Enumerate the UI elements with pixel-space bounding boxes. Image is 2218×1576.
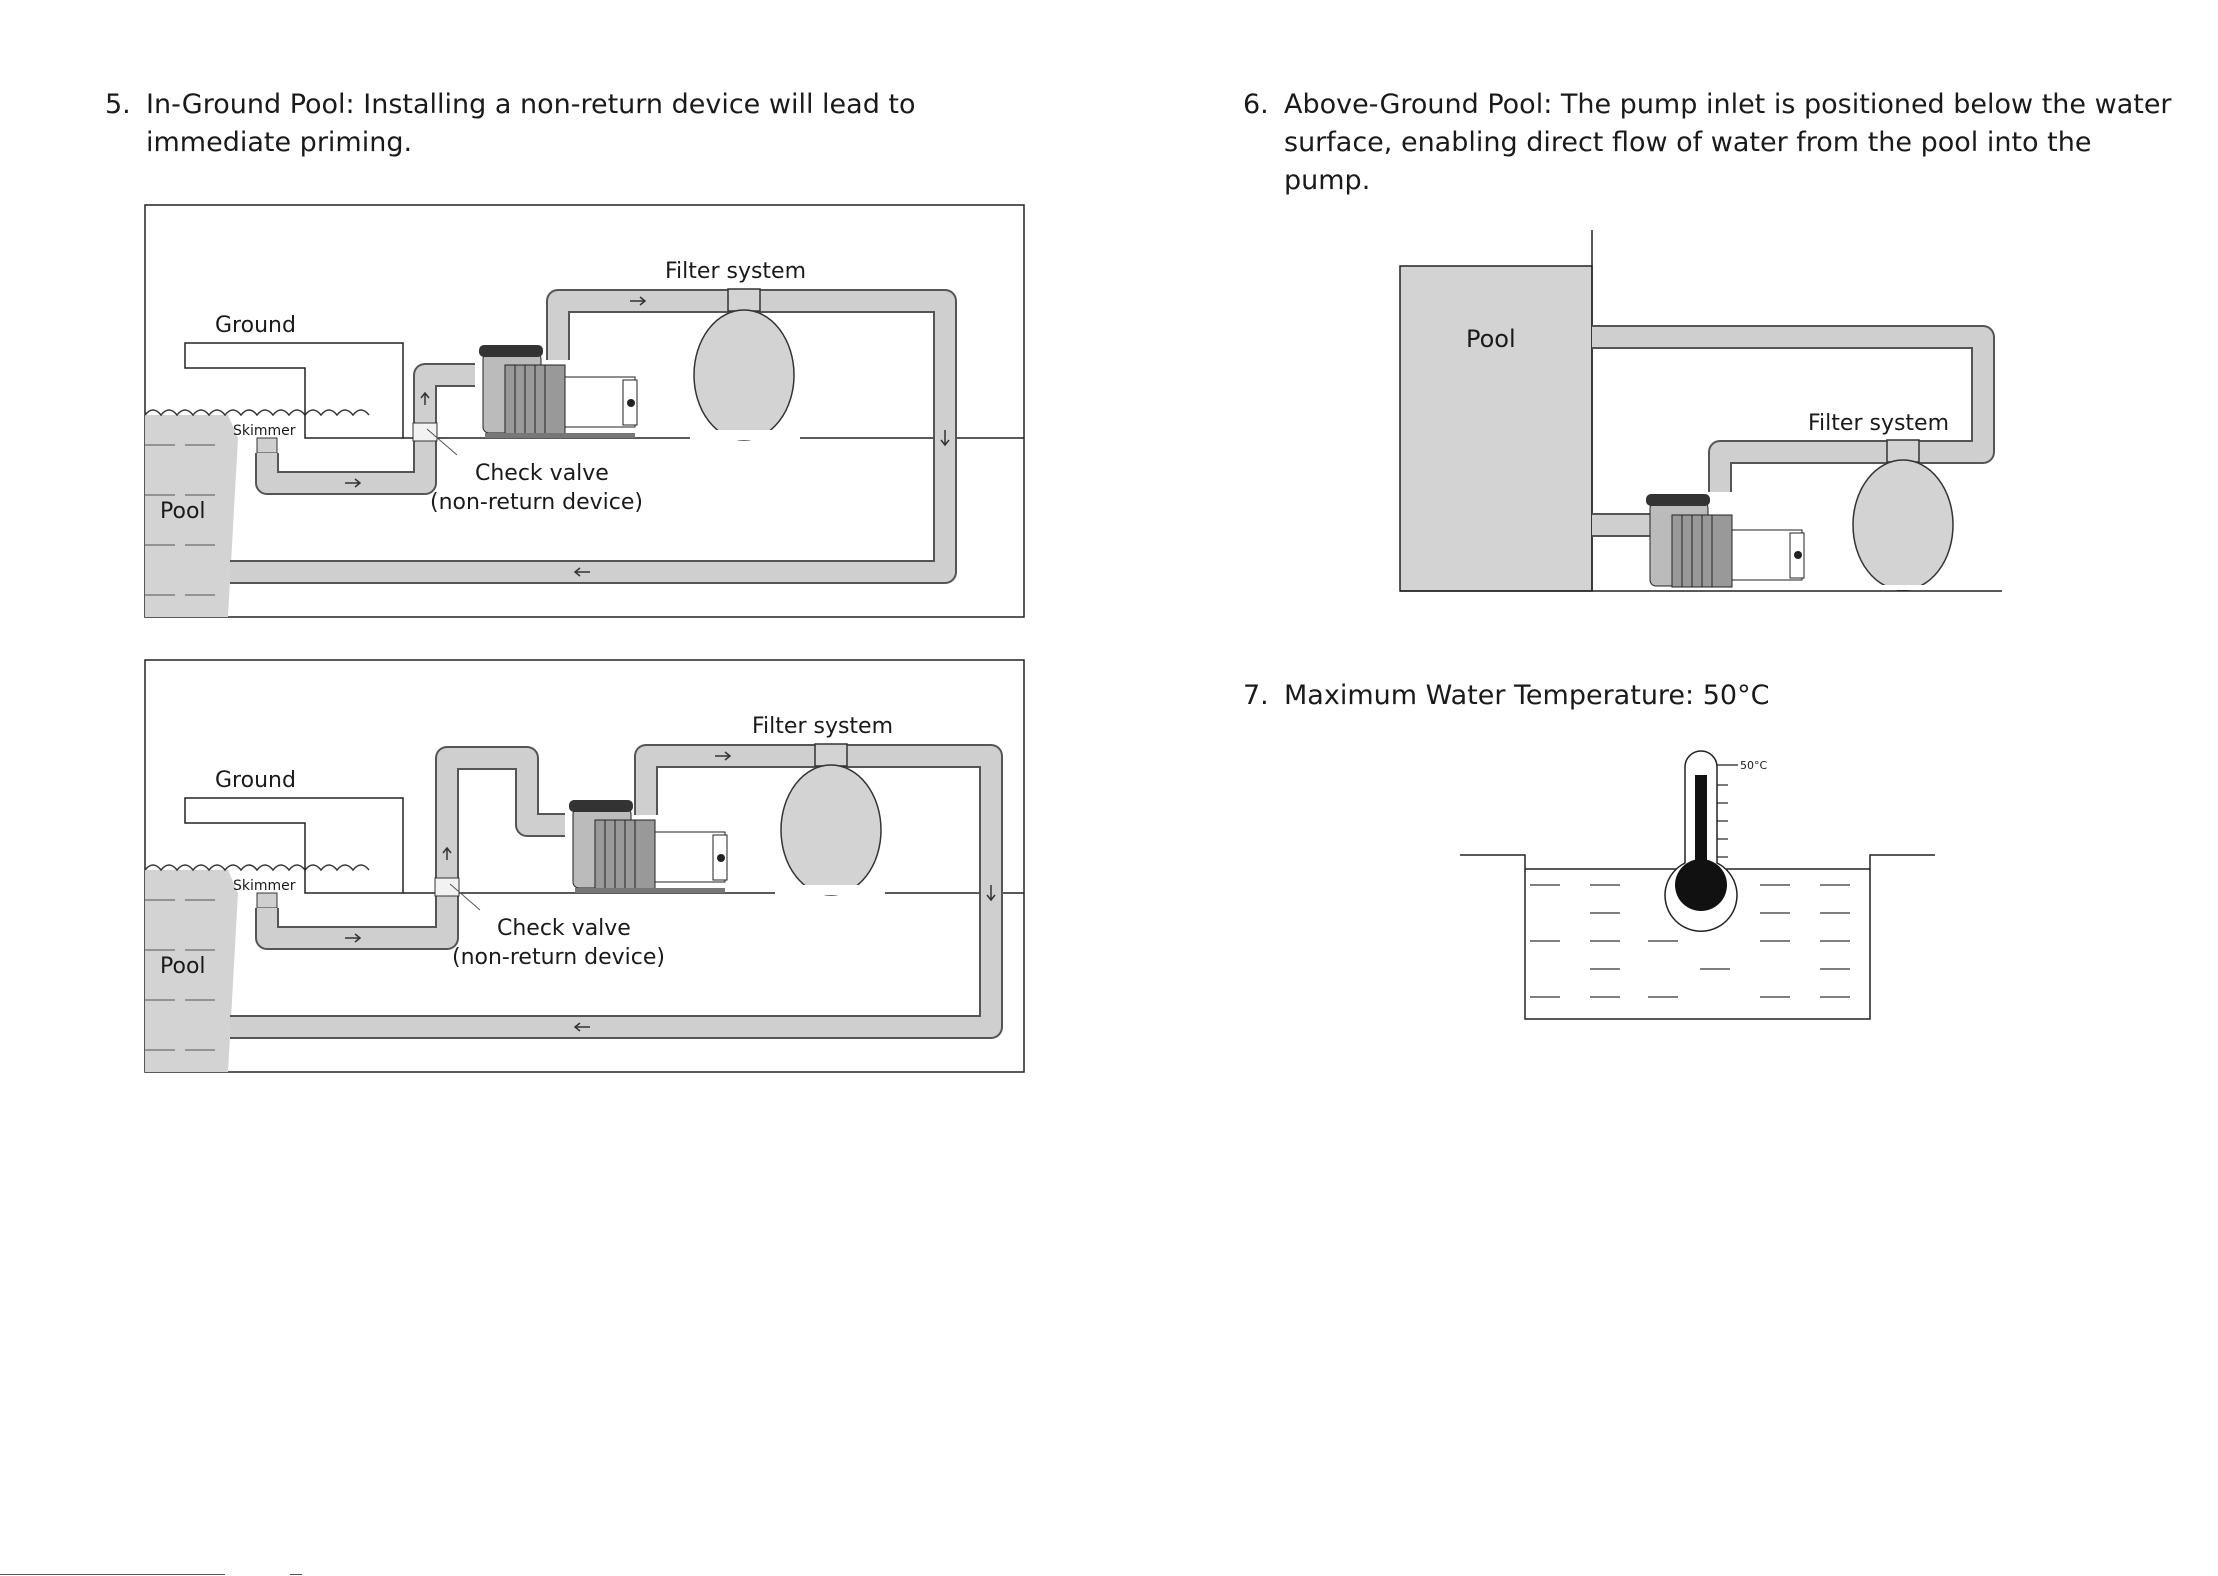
check-valve-sub-label: (non-return device) [452, 945, 665, 970]
pump [479, 345, 638, 438]
filter-label: Filter system [1808, 411, 1949, 436]
filter-tank [1850, 439, 1960, 591]
filter-label: Filter system [752, 714, 893, 739]
pool-label: Pool [160, 499, 206, 524]
thermometer-diagram: 50°C [1460, 750, 1935, 1020]
skimmer-label: Skimmer [233, 878, 296, 894]
item-number: 7. [1243, 680, 1269, 711]
filter-tank [775, 743, 885, 896]
check-valve-sub-label: (non-return device) [430, 490, 643, 515]
item-number: 6. [1243, 89, 1269, 120]
ground-label: Ground [215, 768, 296, 793]
pump [1646, 494, 1805, 588]
pool-shape [144, 864, 370, 1072]
pool-label: Pool [1466, 325, 1516, 353]
temperature-label: 50°C [1740, 759, 1767, 772]
item-number: 5. [105, 89, 131, 120]
pump [569, 800, 728, 893]
pool-label: Pool [160, 954, 206, 979]
in-ground-pool-diagram-1: Filter system Ground Skimmer Pool Check … [144, 204, 1025, 618]
check-valve-label: Check valve [475, 461, 609, 486]
footer-rule [0, 1574, 225, 1575]
filter-label: Filter system [665, 259, 806, 284]
filter-tank [690, 288, 800, 441]
water-marks [1530, 884, 1850, 998]
item-text: Maximum Water Temperature: 50°C [1284, 680, 1770, 711]
item-text: In-Ground Pool: Installing a non-return … [146, 89, 916, 158]
ground-label: Ground [215, 313, 296, 338]
in-ground-pool-diagram-2: Filter system Ground Skimmer Pool Check … [144, 659, 1025, 1073]
above-ground-pool-diagram: Pool Filter system [1399, 230, 2002, 592]
check-valve-label: Check valve [497, 916, 631, 941]
footer-tick [290, 1574, 302, 1575]
skimmer-label: Skimmer [233, 423, 296, 439]
item-text: Above-Ground Pool: The pump inlet is pos… [1284, 89, 2172, 196]
thermometer-icon [1664, 750, 1738, 932]
pool-shape [144, 409, 370, 617]
